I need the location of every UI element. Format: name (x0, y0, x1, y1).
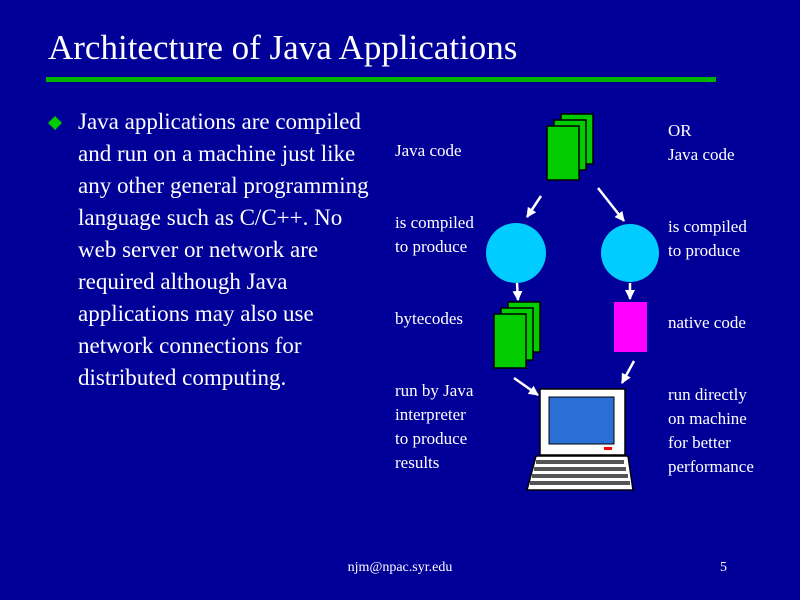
arrow-to-bytecodes (512, 282, 523, 301)
label-or-java-code: OR Java code (668, 121, 735, 164)
arrow-code-to-right-compiler (597, 187, 625, 222)
left-compiler-circle-icon (486, 223, 546, 283)
label-compiled-right: is compiled to produce (668, 217, 747, 260)
page-number: 5 (720, 560, 727, 575)
right-compiler-circle-icon (601, 224, 659, 282)
arrow-native-to-computer (620, 360, 636, 384)
bytecodes-pages-icon (493, 301, 541, 369)
slide-title: Architecture of Java Applications (48, 28, 518, 67)
label-run-directly: run directly on machine for better perfo… (668, 385, 754, 476)
footer-email: njm@npac.syr.edu (347, 560, 453, 575)
native-code-block-icon (614, 302, 647, 352)
diamond-bullet-icon (48, 116, 62, 130)
label-compiled-left: is compiled to produce (395, 213, 474, 256)
arrow-bytecodes-to-computer (513, 376, 539, 397)
title-underline (46, 77, 716, 82)
bullet-text: Java applications are compiled and run o… (78, 109, 369, 390)
label-run-by-interpreter: run by Java interpreter to produce resul… (395, 381, 474, 472)
computer-icon (526, 388, 634, 491)
java-code-pages-icon (546, 113, 594, 181)
arrow-code-to-left-compiler (525, 195, 543, 218)
label-native-code: native code (668, 313, 746, 332)
label-bytecodes: bytecodes (395, 309, 463, 328)
label-java-code: Java code (395, 141, 462, 160)
